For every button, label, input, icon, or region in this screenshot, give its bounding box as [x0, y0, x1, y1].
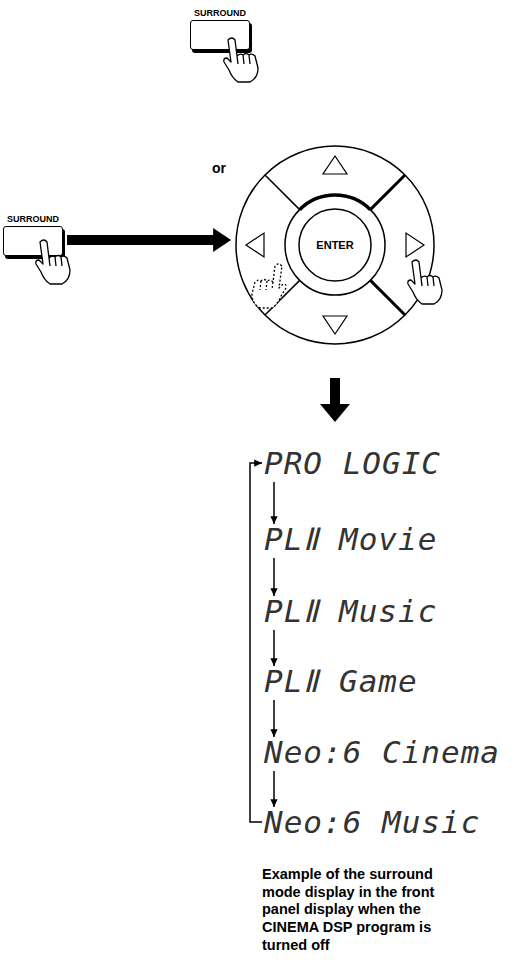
- display-mode: PRO LOGIC: [264, 446, 441, 480]
- display-mode: PLⅡ Game: [264, 664, 418, 698]
- cursor-pad: ENTER: [234, 144, 436, 346]
- mode-text: PLⅡ Movie: [264, 521, 437, 557]
- display-mode: PLⅡ Music: [264, 594, 437, 628]
- button-body: [3, 226, 63, 256]
- enter-label: ENTER: [234, 239, 436, 251]
- connector: [270, 558, 277, 596]
- mode-text: PRO LOGIC: [264, 445, 441, 481]
- mode-text: Neo:6 Cinema: [264, 734, 500, 770]
- flow-arrow: [320, 378, 350, 422]
- connector: [270, 630, 277, 666]
- or-label: or: [212, 160, 226, 176]
- connector: [67, 228, 231, 252]
- button-body: [190, 20, 250, 50]
- connector: [270, 700, 277, 737]
- display-mode: PLⅡ Movie: [264, 522, 437, 556]
- surround-button: SURROUND: [190, 8, 250, 50]
- button-label: SURROUND: [190, 8, 250, 18]
- mode-text: PLⅡ Music: [264, 593, 437, 629]
- display-mode: Neo:6 Cinema: [264, 735, 500, 769]
- button-label: SURROUND: [3, 214, 63, 224]
- connector: [270, 482, 277, 524]
- mode-text: Neo:6 Music: [264, 804, 480, 840]
- connector: [250, 459, 262, 822]
- display-mode: Neo:6 Music: [264, 805, 480, 839]
- mode-text: PLⅡ Game: [264, 663, 418, 699]
- connector: [270, 771, 277, 807]
- surround-button: SURROUND: [3, 214, 63, 256]
- caption: Example of the surround mode display in …: [262, 866, 467, 954]
